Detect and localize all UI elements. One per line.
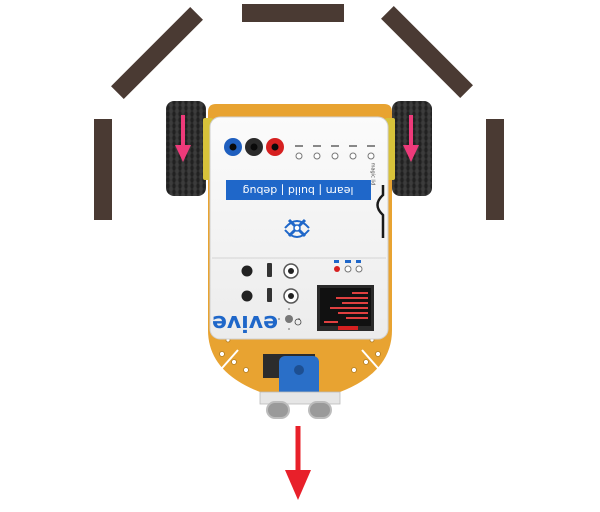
banana-jacks [224,138,284,156]
sensor-right-eye [308,401,332,419]
banner-text: learn | build | debug [243,184,354,197]
logo-icon [284,218,310,238]
sensor-left-eye [266,401,290,419]
brand-text: evive [212,310,278,335]
wall-right [486,119,504,220]
walls [94,4,504,220]
button-top [241,265,253,277]
ultrasonic-sensor [259,354,341,419]
banner-strip [226,180,371,200]
evive-board: learn | build | debug magic lid [209,116,389,340]
side-text: magic lid [370,163,376,186]
left-wheel [166,101,213,196]
probe-ports [295,152,375,160]
lid-wave [376,185,385,238]
wall-top [242,4,344,22]
wall-upper-right [381,6,473,98]
button-bottom [241,290,253,302]
wall-upper-left [111,7,203,99]
nav-joystick [278,308,300,330]
controls [241,263,300,330]
chassis-slots [214,349,386,377]
tft-screen [317,285,374,331]
motion-arrow [285,426,311,500]
switch-top [267,263,272,277]
switch-bottom [267,288,272,302]
sensor-mount [279,356,319,398]
power-icon [294,318,302,326]
probe-port-ticks [295,145,375,147]
wall-left [94,119,112,220]
right-wheel-arrow [403,115,419,162]
indicator-leds [334,260,363,273]
left-wheel-arrow [175,115,191,162]
